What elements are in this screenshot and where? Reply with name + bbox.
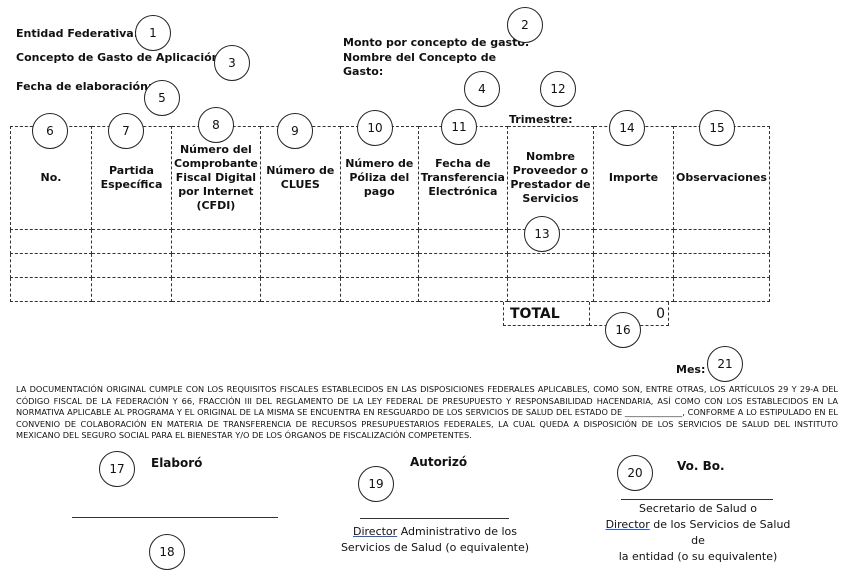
total-label: TOTAL <box>510 306 560 322</box>
cell[interactable] <box>417 253 508 278</box>
marker-14: 14 <box>609 110 645 146</box>
marker-20: 20 <box>617 455 653 491</box>
marker-15: 15 <box>699 110 735 146</box>
cell[interactable] <box>672 277 770 302</box>
cell[interactable] <box>672 253 770 278</box>
cell[interactable] <box>171 277 261 302</box>
cell[interactable] <box>259 253 341 278</box>
marker-7: 7 <box>108 113 144 149</box>
vobo-signature-line[interactable] <box>621 499 773 500</box>
cell[interactable] <box>506 277 594 302</box>
cell[interactable] <box>339 229 419 254</box>
autorizo-signature-line[interactable] <box>360 518 509 519</box>
table-row <box>10 253 770 278</box>
cell[interactable] <box>417 277 508 302</box>
vobo-caption-rest: de los Servicios de Salud de <box>649 518 791 547</box>
cell[interactable] <box>339 253 419 278</box>
cell[interactable] <box>259 277 341 302</box>
elaboro-signature-line[interactable] <box>72 517 278 518</box>
marker-12: 12 <box>540 71 576 107</box>
concepto-label: Concepto de Gasto de Aplicación: <box>16 51 224 64</box>
mes-label: Mes: <box>676 363 706 376</box>
entidad-label: Entidad Federativa: <box>16 27 139 40</box>
marker-1: 1 <box>135 15 171 51</box>
cell[interactable] <box>171 229 261 254</box>
cell[interactable] <box>91 229 172 254</box>
elaboro-title: Elaboró <box>151 456 203 470</box>
fecha-label: Fecha de elaboración: <box>16 80 153 93</box>
marker-5: 5 <box>144 80 180 116</box>
vobo-title: Vo. Bo. <box>677 459 725 473</box>
marker-19: 19 <box>358 466 394 502</box>
director-word: Director <box>353 525 398 538</box>
cell[interactable] <box>672 229 770 254</box>
table-row <box>10 229 770 254</box>
marker-13: 13 <box>524 216 560 252</box>
total-value: 0 <box>656 306 665 322</box>
marker-4: 4 <box>464 71 500 107</box>
autorizo-caption: Director Administrativo de los Servicios… <box>340 524 530 556</box>
marker-18: 18 <box>149 534 185 570</box>
cell[interactable] <box>592 277 674 302</box>
marker-16: 16 <box>605 312 641 348</box>
cell[interactable] <box>339 277 419 302</box>
marker-3: 3 <box>214 45 250 81</box>
trimestre-label: Trimestre: <box>509 113 573 126</box>
autorizo-title: Autorizó <box>410 455 468 469</box>
autorizo-caption-rest: Administrativo de los <box>397 525 517 538</box>
marker-6: 6 <box>32 113 68 149</box>
legal-paragraph: La documentación original cumple con los… <box>16 384 838 440</box>
vobo-caption-line1: Secretario de Salud o <box>639 502 757 515</box>
cell[interactable] <box>417 229 508 254</box>
marker-21: 21 <box>707 346 743 382</box>
cell[interactable] <box>91 253 172 278</box>
cell[interactable] <box>171 253 261 278</box>
col-header: Nombre Proveedor o Prestador de Servicio… <box>506 126 594 230</box>
expense-table: No. Partida Específica Número del Compro… <box>10 126 770 302</box>
cell[interactable] <box>10 229 92 254</box>
cell[interactable] <box>259 229 341 254</box>
monto-label: Monto por concepto de gasto: <box>343 36 530 49</box>
marker-17: 17 <box>99 451 135 487</box>
marker-10: 10 <box>357 110 393 146</box>
table-header-row: No. Partida Específica Número del Compro… <box>10 126 770 230</box>
marker-11: 11 <box>441 109 477 145</box>
cell[interactable] <box>91 277 172 302</box>
cell[interactable] <box>592 229 674 254</box>
marker-2: 2 <box>507 7 543 43</box>
director-word: Director <box>605 518 650 531</box>
cell[interactable] <box>10 277 92 302</box>
total-label-cell: TOTAL <box>503 302 589 326</box>
cell[interactable] <box>10 253 92 278</box>
vobo-caption-line3: la entidad (o su equivalente) <box>618 550 778 563</box>
cell[interactable] <box>592 253 674 278</box>
vobo-caption: Secretario de Salud o Director de los Se… <box>598 501 798 565</box>
marker-8: 8 <box>198 107 234 143</box>
autorizo-caption-line2: Servicios de Salud (o equivalente) <box>340 541 530 554</box>
marker-9: 9 <box>277 113 313 149</box>
cell[interactable] <box>506 253 594 278</box>
nombre-concepto-label: Nombre del Concepto de Gasto: <box>343 51 497 78</box>
table-row <box>10 277 770 302</box>
